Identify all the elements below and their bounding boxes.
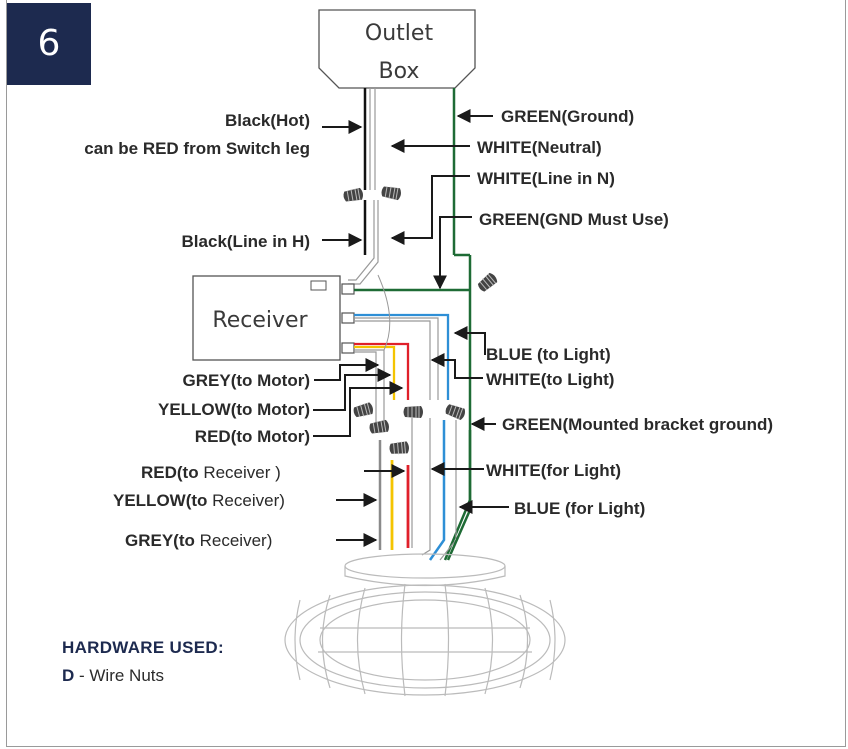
- hardware-item-code: D: [62, 666, 75, 685]
- supply-wires: [363, 88, 472, 290]
- label-green-gnd-must: GREEN(GND Must Use): [479, 210, 669, 229]
- label-red-to-receiver: RED(to Receiver ): [141, 463, 281, 482]
- label-green-bracket: GREEN(Mounted bracket ground): [502, 415, 773, 434]
- outlet-box-label-1: Outlet: [365, 21, 434, 46]
- step-number-badge: 6: [7, 3, 91, 85]
- label-red-switch: can be RED from Switch leg: [84, 139, 310, 158]
- ceiling-fan-drawing: [284, 553, 566, 697]
- label-blue-for-light: BLUE (for Light): [514, 499, 645, 518]
- label-white-line-n: WHITE(Line in N): [477, 169, 615, 188]
- label-red-to-motor: RED(to Motor): [195, 427, 310, 446]
- label-yellow-to-receiver: YELLOW(to Receiver): [113, 491, 285, 510]
- figure-frame: [6, 0, 846, 747]
- label-grey-to-motor: GREY(to Motor): [183, 371, 310, 390]
- label-black-hot: Black(Hot): [225, 111, 310, 130]
- label-blue-to-light: BLUE (to Light): [486, 345, 611, 364]
- callout-arrows: [313, 109, 509, 547]
- hardware-title: HARDWARE USED:: [62, 638, 224, 657]
- outlet-box-label-2: Box: [379, 59, 420, 84]
- label-green-ground: GREEN(Ground): [501, 107, 634, 126]
- hardware-used: HARDWARE USED: D - Wire Nuts: [62, 638, 224, 686]
- hardware-item: D - Wire Nuts: [62, 666, 224, 686]
- label-yellow-to-motor: YELLOW(to Motor): [158, 400, 310, 419]
- hardware-item-text: - Wire Nuts: [74, 666, 165, 685]
- label-grey-to-receiver: GREY(to Receiver): [125, 531, 272, 550]
- label-black-line-h: Black(Line in H): [182, 232, 310, 251]
- receiver-label: Receiver: [212, 308, 308, 333]
- label-white-neutral: WHITE(Neutral): [477, 138, 602, 157]
- label-white-to-light: WHITE(to Light): [486, 370, 614, 389]
- label-white-for-light: WHITE(for Light): [486, 461, 621, 480]
- fan-lead-wires: [378, 418, 472, 561]
